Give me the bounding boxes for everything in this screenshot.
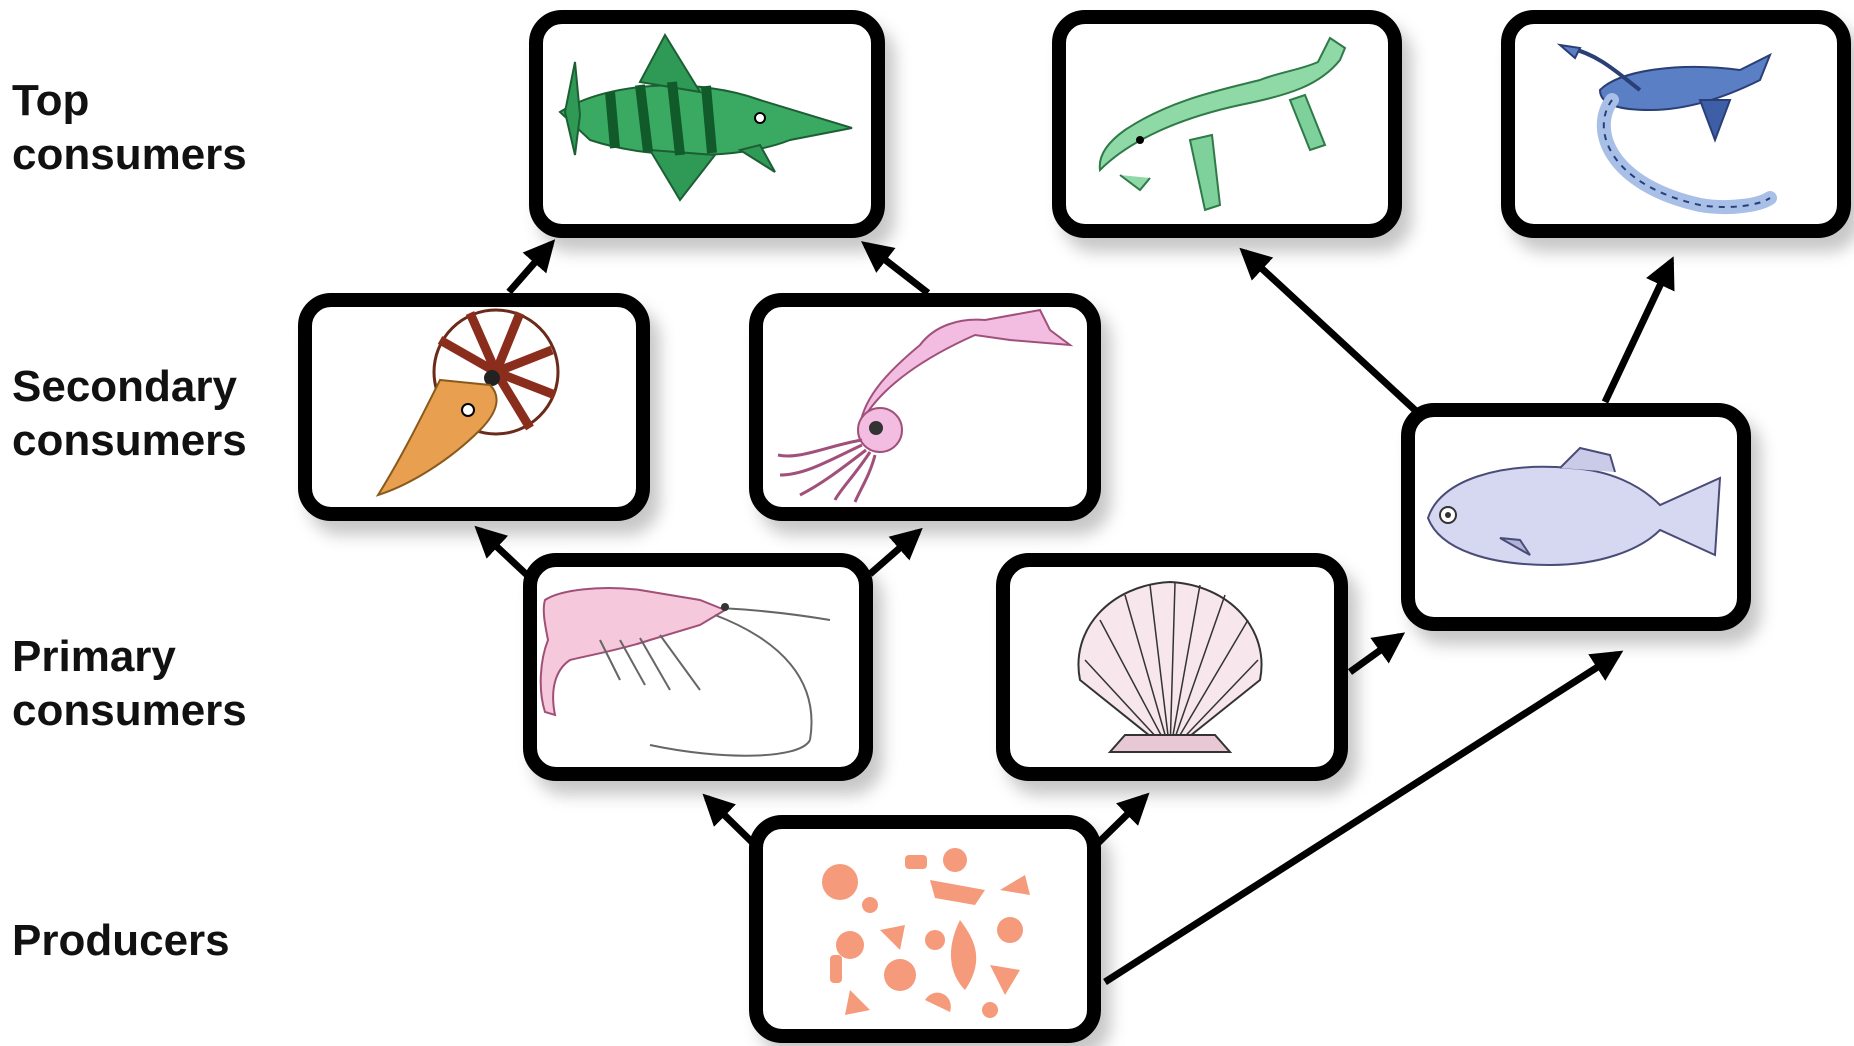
arrow-fish-to-crocodile [1244,252,1416,411]
squid-card [756,300,1094,514]
arrow-plankton-to-shrimp [707,798,756,846]
arrow-scallop-to-fish [1350,636,1400,672]
arrow-shrimp-to-nautilus [479,530,527,575]
ichthyosaur-card [536,17,878,231]
fish-card [1408,410,1744,624]
level-label-secondary-consumers: Secondary consumers [12,360,247,468]
plankton-card [756,822,1094,1036]
crocodile-card [1059,17,1395,231]
level-label-primary-consumers: Primary consumers [12,630,247,738]
scallop-card [1003,560,1341,774]
arrow-shrimp-to-squid [870,532,918,574]
arrow-plankton-to-scallop [1095,797,1145,846]
plesiosaur-card [1508,17,1844,231]
nautilus-card [305,300,643,514]
level-label-top-consumers: Top consumers [12,74,247,182]
arrow-nautilus-to-ichthyosaur [509,244,551,292]
shrimp-card [530,560,866,774]
level-label-producers: Producers [12,914,230,968]
arrow-squid-to-ichthyosaur [866,245,928,293]
arrow-fish-to-plesiosaur [1605,262,1671,402]
